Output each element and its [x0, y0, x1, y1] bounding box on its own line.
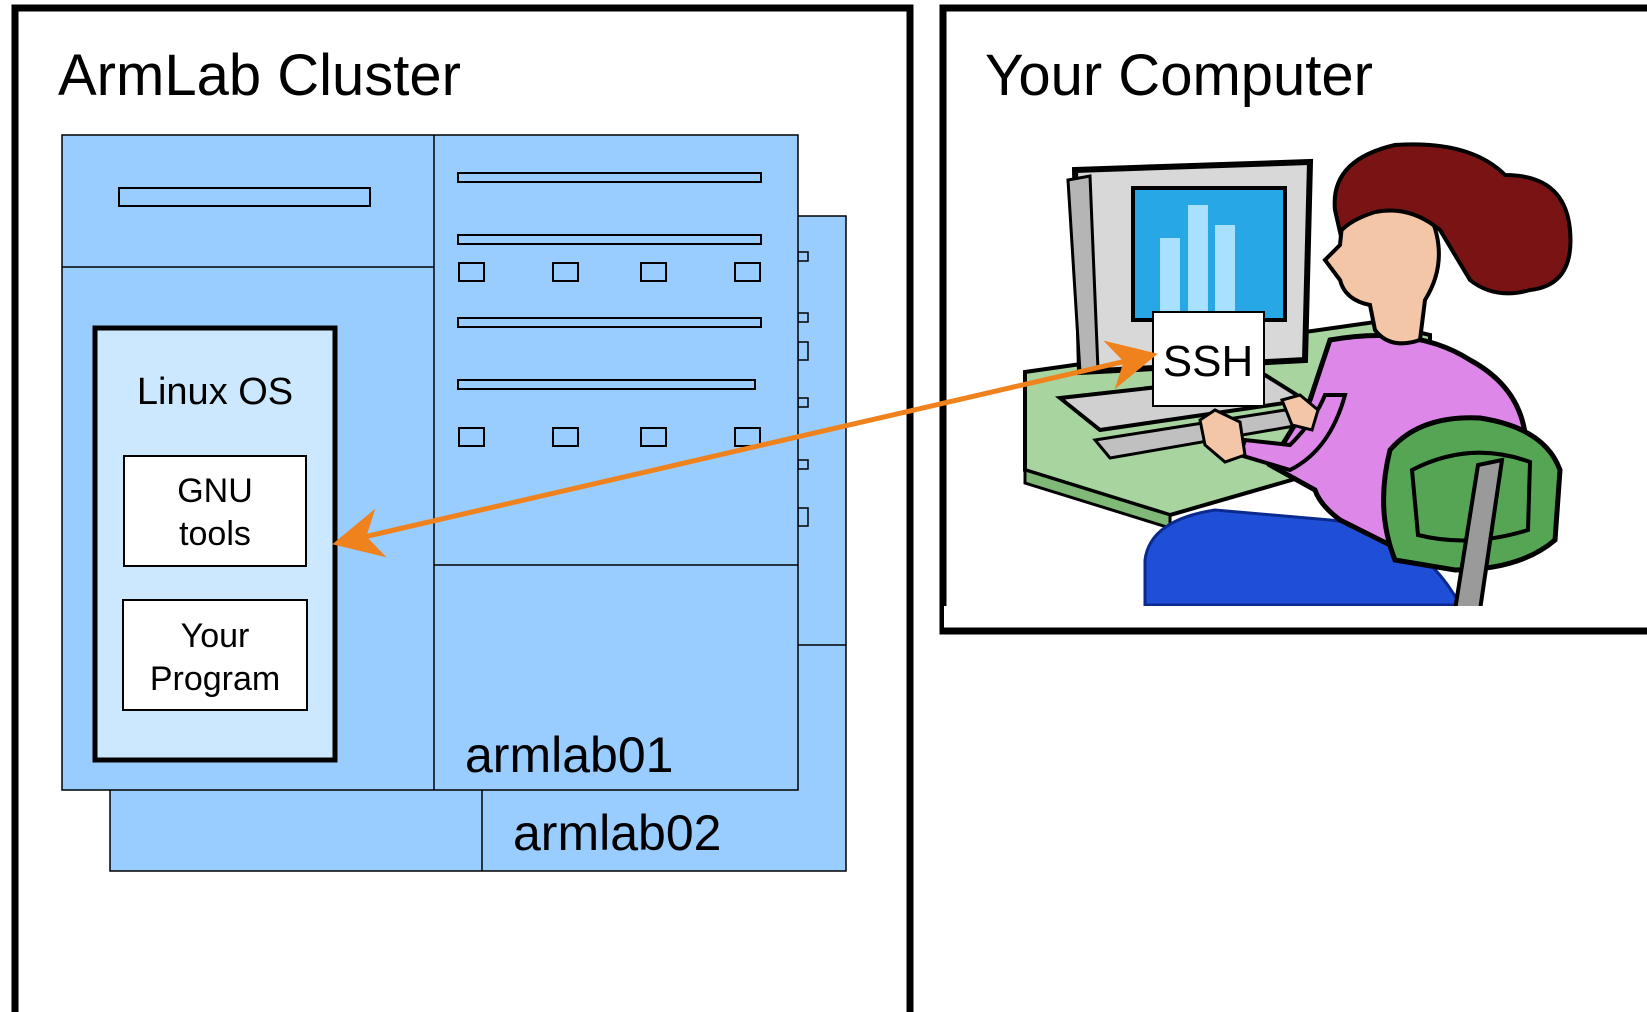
- computer-panel: Your Computer: [939, 4, 1647, 635]
- person-hair: [1332, 142, 1573, 296]
- gnu-tools-line1: GNU: [177, 472, 253, 510]
- port: [734, 262, 761, 282]
- armlab02-label: armlab02: [513, 805, 721, 861]
- computer-title: Your Computer: [985, 43, 1373, 108]
- ssh-connection-arrow: [332, 340, 1158, 558]
- your-program-box: [122, 599, 308, 711]
- linux-os-box: Linux OS GNU tools Your Program: [92, 325, 338, 763]
- monitor-screen: [1131, 186, 1287, 322]
- rack-slot: [457, 317, 762, 328]
- rack-slot: [457, 172, 762, 183]
- screen-bar: [1215, 225, 1235, 320]
- gnu-tools-box: [123, 455, 307, 567]
- drive-bay: [118, 187, 371, 207]
- ssh-label: SSH: [1163, 337, 1253, 386]
- port: [552, 262, 579, 282]
- screen-bar: [1160, 238, 1180, 320]
- ssh-box: [1152, 311, 1265, 407]
- armlab01-label: armlab01: [465, 727, 673, 783]
- port: [458, 262, 485, 282]
- person-hand: [1279, 393, 1320, 432]
- your-program-line2: Program: [150, 660, 280, 698]
- cluster-panel: ArmLab Cluster armlab02: [11, 4, 914, 1012]
- cluster-title: ArmLab Cluster: [58, 43, 461, 108]
- screen-bar: [1188, 205, 1208, 320]
- person-hand: [1198, 408, 1247, 464]
- port: [640, 262, 667, 282]
- your-program-line1: Your: [181, 617, 250, 655]
- gnu-tools-line2: tools: [179, 515, 251, 553]
- linux-os-title: Linux OS: [137, 371, 293, 413]
- rack-slot: [457, 234, 762, 245]
